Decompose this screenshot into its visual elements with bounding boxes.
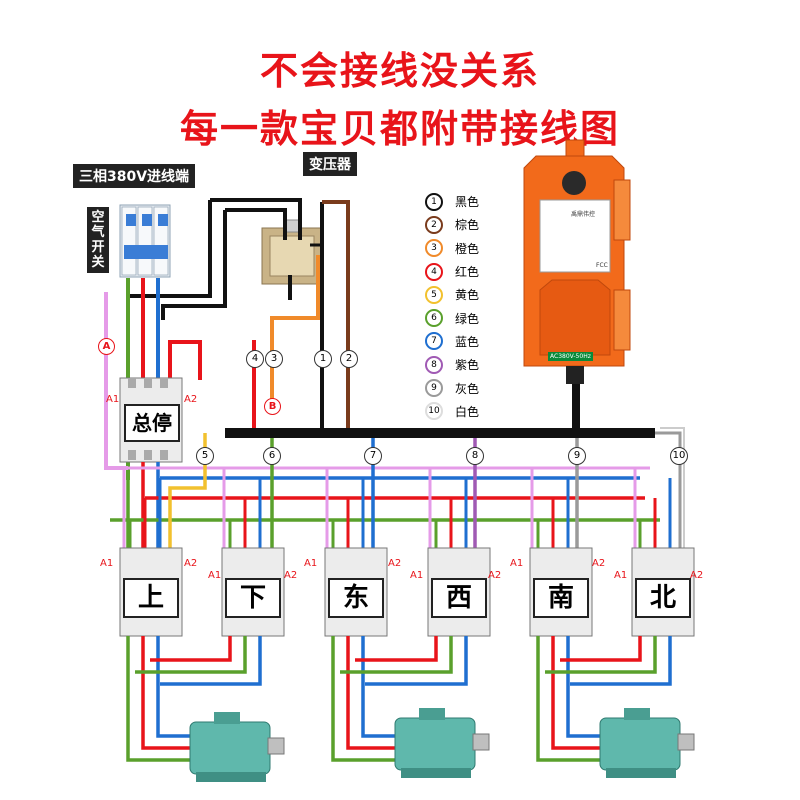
west-a1-label: A1 [410, 570, 424, 581]
remote-spec: AC380V-50Hz [548, 352, 593, 361]
down-a1-label: A1 [208, 570, 222, 581]
main-a1-label: A1 [106, 394, 120, 405]
power-in-label: 三相380V进线端 [73, 164, 196, 188]
transformer-label: 变压器 [303, 152, 357, 176]
legend-color-name: 棕色 [455, 218, 480, 233]
wire-badge-3: 3 [265, 350, 283, 368]
wire-badge-1: 1 [314, 350, 332, 368]
air-switch [119, 204, 171, 278]
up-a1-label: A1 [100, 558, 114, 569]
legend-row: 8 紫色 [425, 353, 479, 376]
wire-badge-7: 7 [364, 447, 382, 465]
wire-badge-8: 8 [466, 447, 484, 465]
north-a2-label: A2 [690, 570, 704, 581]
wire-badge-10: 10 [670, 447, 688, 465]
west-a2-label: A2 [488, 570, 502, 581]
legend-color-badge: 2 [425, 215, 443, 234]
legend-color-badge: 10 [425, 402, 443, 421]
wire-badge-2: 2 [340, 350, 358, 368]
legend-color-name: 绿色 [455, 311, 480, 326]
legend-color-badge: 9 [425, 379, 443, 398]
wire-badge-5: 5 [196, 447, 214, 465]
title-line-2: 每一款宝贝都附带接线图 [179, 107, 620, 151]
remote-brand: 禹鼎伟控 [571, 211, 596, 218]
legend-color-name: 黄色 [455, 288, 480, 303]
legend-color-badge: 3 [425, 239, 443, 258]
wire-badge-9: 9 [568, 447, 586, 465]
remote-control [523, 139, 631, 430]
wire-badge-4: 4 [246, 350, 264, 368]
legend-row: 10 白色 [425, 400, 479, 423]
legend-color-name: 橙色 [455, 241, 480, 256]
legend-color-badge: 5 [425, 285, 443, 304]
legend-row: 9 灰色 [425, 376, 479, 399]
legend-color-badge: 4 [425, 262, 443, 281]
legend-color-badge: 8 [425, 355, 443, 374]
legend-color-badge: 1 [425, 192, 443, 211]
legend-color-badge: 6 [425, 309, 443, 328]
legend-row: 4 红色 [425, 260, 479, 283]
legend-row: 6 绿色 [425, 306, 479, 329]
east-a1-label: A1 [304, 558, 318, 569]
motor-lines [126, 636, 672, 762]
contactor-label-west: 西 [431, 578, 487, 618]
contactor-label-south: 南 [533, 578, 589, 618]
motor-1 [189, 712, 285, 782]
south-a1-label: A1 [510, 558, 524, 569]
legend-row: 7 蓝色 [425, 330, 479, 353]
legend-row: 3 橙色 [425, 237, 479, 260]
legend-color-name: 黑色 [455, 195, 480, 210]
contactor-label-up: 上 [123, 578, 179, 618]
legend-color-name: 紫色 [455, 358, 480, 373]
air-switch-label: 空气开关 [87, 207, 109, 273]
contactor-stubs [122, 468, 672, 550]
legend-color-name: 红色 [455, 265, 480, 280]
remote-fcc: FCC [596, 262, 608, 269]
wire-badge-6: 6 [263, 447, 281, 465]
contactor-bodies [119, 547, 695, 637]
transformer-wires [128, 198, 350, 430]
east-a2-label: A2 [388, 558, 402, 569]
title-line-1: 不会接线没关系 [259, 49, 540, 93]
legend-row: 2 棕色 [425, 213, 479, 236]
legend-color-name: 白色 [455, 404, 480, 419]
bus-bar [225, 428, 655, 438]
legend-row: 5 黄色 [425, 283, 479, 306]
motor-3 [599, 708, 695, 778]
legend-color-badge: 7 [425, 332, 443, 351]
up-a2-label: A2 [184, 558, 198, 569]
legend-row: 1 黑色 [425, 190, 479, 213]
main-a2-label: A2 [184, 394, 198, 405]
marker-b: B [264, 398, 281, 415]
contactor-label-down: 下 [225, 578, 281, 618]
down-a2-label: A2 [284, 570, 298, 581]
north-a1-label: A1 [614, 570, 628, 581]
contactor-label-north: 北 [635, 578, 691, 618]
wire-color-legend: 1 黑色 2 棕色 3 橙色 4 红色 5 黄色 6 绿色 7 蓝色 8 紫色 9 灰色 10 白色 [425, 190, 479, 423]
south-a2-label: A2 [592, 558, 606, 569]
legend-color-name: 灰色 [455, 381, 480, 396]
motor-2 [394, 708, 490, 778]
contactor-main-label: 总停 [124, 404, 180, 442]
contactor-label-east: 东 [328, 578, 384, 618]
marker-a: A [98, 338, 115, 355]
legend-color-name: 蓝色 [455, 334, 480, 349]
transformer [261, 219, 323, 285]
